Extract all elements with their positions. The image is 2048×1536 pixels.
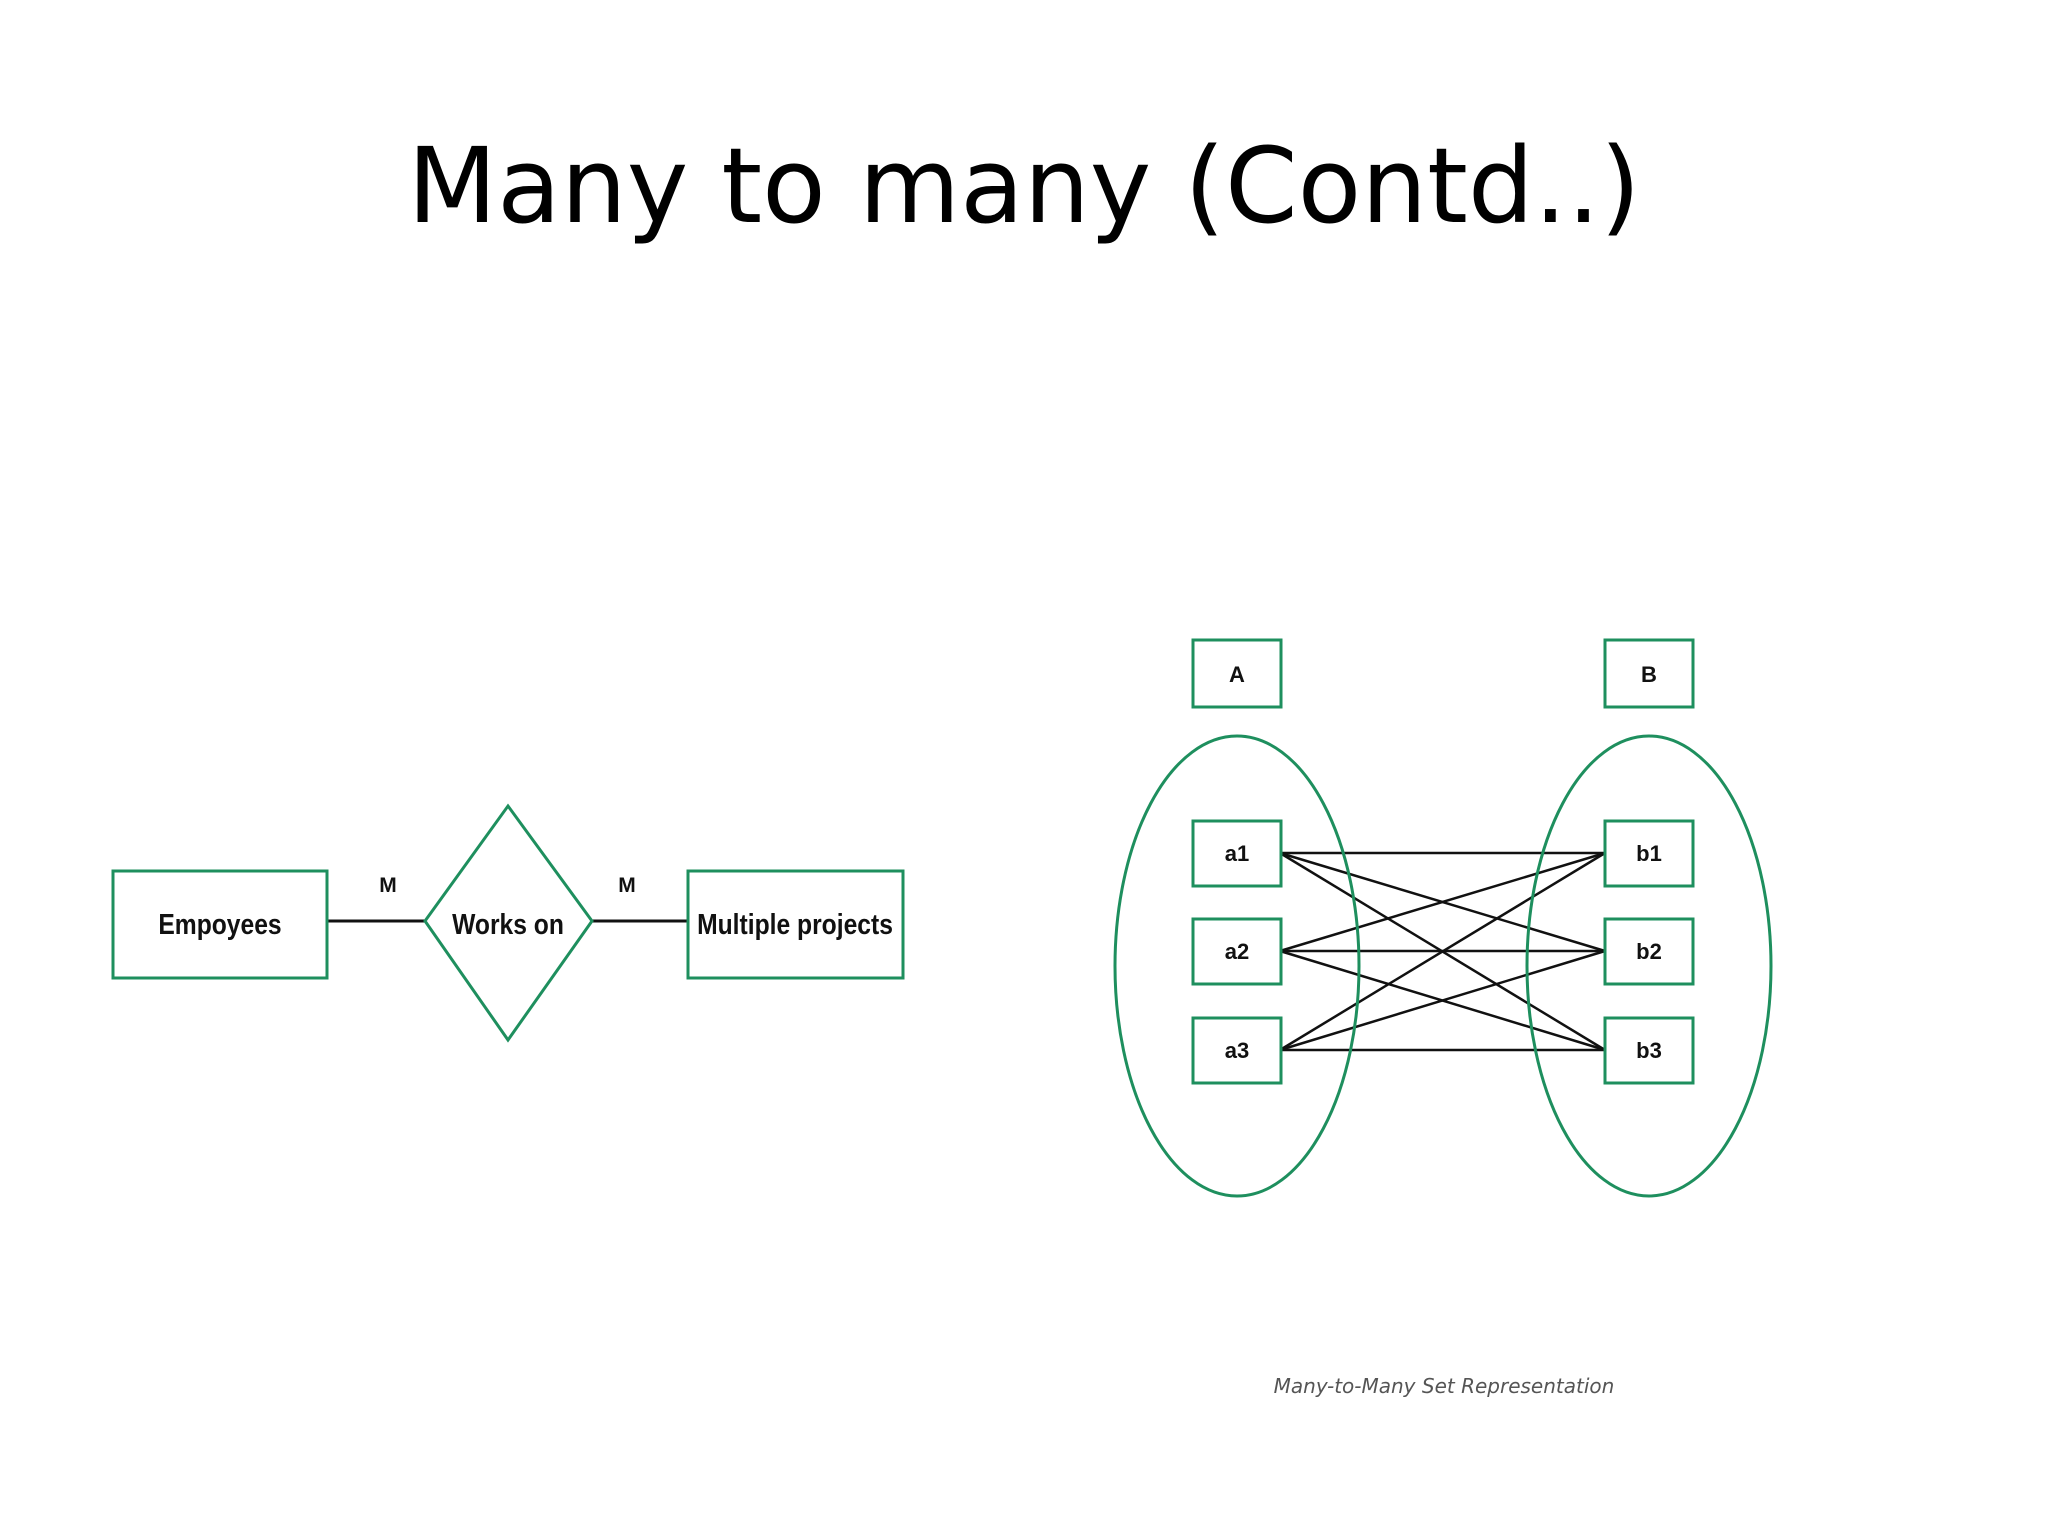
set-diagram-caption: Many-to-Many Set Representation bbox=[1274, 1374, 1615, 1398]
set-b-ellipse bbox=[1525, 734, 1773, 1198]
entity-multiple-projects-label: Multiple projects bbox=[697, 908, 893, 940]
set-a-item-box bbox=[1191, 917, 1283, 986]
set-diagram: A B a1 a2 a3 b1 b2 b3 Many-to-Many Set R… bbox=[1113, 638, 1773, 1398]
set-b-item-box bbox=[1603, 1016, 1695, 1085]
relationship-works-on bbox=[423, 803, 594, 1043]
set-a-item-box bbox=[1191, 819, 1283, 888]
cardinality-right: M bbox=[618, 874, 636, 897]
set-b-item-box bbox=[1603, 819, 1695, 888]
cardinality-left: M bbox=[379, 874, 397, 897]
set-b-label: B bbox=[1641, 662, 1657, 687]
relationship-works-on-label: Works on bbox=[452, 908, 564, 940]
set-b-item: b2 bbox=[1636, 939, 1662, 964]
mapping-a3-b1 bbox=[1279, 851, 1606, 1052]
set-b-label-box bbox=[1603, 638, 1695, 709]
entity-employees bbox=[111, 869, 329, 980]
mapping-lines bbox=[1279, 851, 1606, 1052]
entity-employees-label: Empoyees bbox=[158, 908, 281, 940]
set-a-label-box bbox=[1191, 638, 1283, 709]
slide-title: Many to many (Contd..) bbox=[407, 125, 1641, 247]
mapping-a3-b2 bbox=[1279, 949, 1606, 1052]
set-b-item: b3 bbox=[1636, 1038, 1662, 1063]
set-a-item: a1 bbox=[1225, 841, 1249, 866]
set-b-item: b1 bbox=[1636, 841, 1662, 866]
mapping-a2-b1 bbox=[1279, 851, 1606, 953]
set-a-item-box bbox=[1191, 1016, 1283, 1085]
er-diagram: Empoyees Works on Multiple projects M M bbox=[111, 803, 905, 1043]
set-a-ellipse bbox=[1113, 734, 1361, 1198]
set-a-item: a3 bbox=[1225, 1038, 1249, 1063]
set-a-item: a2 bbox=[1225, 939, 1249, 964]
set-a-label: A bbox=[1229, 662, 1245, 687]
entity-multiple-projects bbox=[686, 869, 905, 980]
set-b-item-box bbox=[1603, 917, 1695, 986]
